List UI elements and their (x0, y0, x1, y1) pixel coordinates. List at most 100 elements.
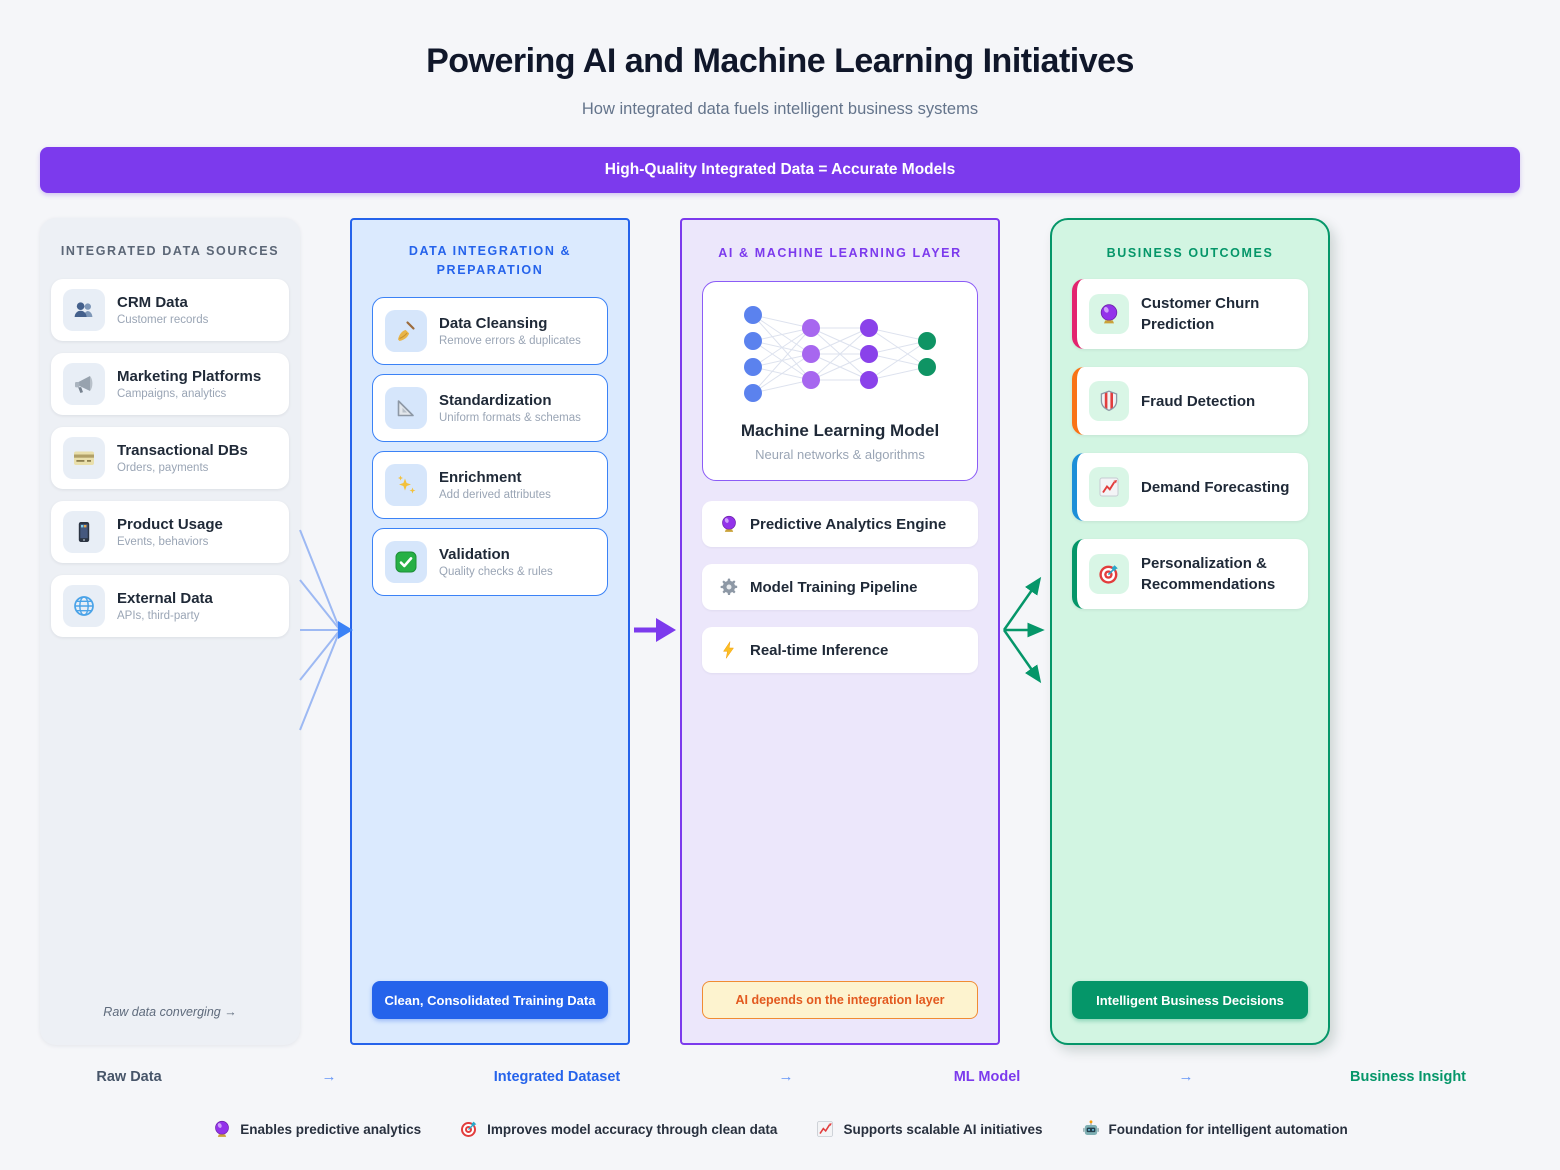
panel-ai-ml-layer: AI & MACHINE LEARNING LAYER Machine Lear… (680, 218, 1000, 1045)
outcomes-heading: BUSINESS OUTCOMES (1106, 246, 1274, 260)
integration-list: Data Cleansing Remove errors & duplicate… (352, 280, 628, 596)
credit-card-icon (63, 437, 105, 479)
integration-card-enrichment: Enrichment Add derived attributes (372, 451, 608, 519)
mobile-phone-icon (63, 511, 105, 553)
ai-capabilities-list: Predictive Analytics Engine Model Traini… (682, 481, 998, 673)
converging-arrows (299, 529, 353, 731)
flow-step-business-insight: Business Insight (1349, 1069, 1467, 1085)
integration-title: Standardization (439, 392, 552, 409)
flow-arrow-icon: → (321, 1068, 337, 1085)
integration-to-ai-arrow (634, 618, 676, 642)
outcome-card-forecasting: Demand Forecasting (1072, 453, 1308, 521)
flow-arrow-icon: → (1178, 1068, 1194, 1085)
ml-model-card: Machine Learning Model Neural networks &… (702, 281, 978, 481)
outcome-label: Customer Churn Prediction (1141, 295, 1260, 333)
panel-data-integration: DATA INTEGRATION & PREPARATION Data Clea… (350, 218, 630, 1045)
integration-card-standardization: Standardization Uniform formats & schema… (372, 374, 608, 442)
ai-item-realtime-inference: Real-time Inference (702, 627, 978, 673)
integration-title: Data Cleansing (439, 315, 548, 332)
source-title: Product Usage (117, 516, 223, 533)
robot-icon (1081, 1119, 1101, 1139)
source-title: Transactional DBs (117, 442, 248, 459)
outcome-card-fraud: Fraud Detection (1072, 367, 1308, 435)
training-data-badge: Clean, Consolidated Training Data (372, 981, 608, 1019)
outcome-label: Demand Forecasting (1141, 478, 1290, 496)
outcome-card-personalization: Personalization & Recommendations (1072, 539, 1308, 609)
flow-step-integrated-dataset: Integrated Dataset (493, 1069, 621, 1085)
shield-icon (1089, 381, 1129, 421)
chart-up-icon (815, 1119, 835, 1139)
integration-heading: DATA INTEGRATION & PREPARATION (408, 244, 572, 277)
source-card-crm: CRM Data Customer records (51, 279, 289, 341)
source-card-external: External Data APIs, third-party (51, 575, 289, 637)
broom-icon (385, 310, 427, 352)
integration-card-cleansing: Data Cleansing Remove errors & duplicate… (372, 297, 608, 365)
gear-icon (719, 577, 739, 597)
panel-integrated-data-sources: INTEGRATED DATA SOURCES CRM Data Custome… (40, 218, 300, 1045)
legend-text: Supports scalable AI initiatives (843, 1121, 1043, 1137)
source-subtitle: Events, behaviors (117, 536, 209, 548)
panel-business-outcomes: BUSINESS OUTCOMES Customer Churn Predict… (1050, 218, 1330, 1045)
outcome-label: Fraud Detection (1141, 392, 1256, 410)
outcome-card-churn: Customer Churn Prediction (1072, 279, 1308, 349)
legend-item: Improves model accuracy through clean da… (459, 1119, 777, 1139)
legend-text: Foundation for intelligent automation (1108, 1121, 1348, 1137)
banner-label: High-Quality Integrated Data = Accurate … (604, 161, 956, 178)
legend-text: Enables predictive analytics (240, 1121, 422, 1137)
source-subtitle: APIs, third-party (117, 610, 200, 622)
source-card-transactional: Transactional DBs Orders, payments (51, 427, 289, 489)
integration-subtitle: Quality checks & rules (439, 566, 553, 578)
ai-item-label: Real-time Inference (750, 641, 889, 659)
page-title: Powering AI and Machine Learning Initiat… (426, 42, 1134, 80)
legend-item: Enables predictive analytics (212, 1119, 421, 1139)
ml-model-subtitle: Neural networks & algorithms (755, 447, 925, 462)
sources-heading: INTEGRATED DATA SOURCES (60, 244, 280, 258)
target-icon (459, 1119, 479, 1139)
globe-icon (63, 585, 105, 627)
source-subtitle: Customer records (117, 314, 209, 326)
legend: Enables predictive analytics Improves mo… (0, 1119, 1560, 1139)
people-icon (63, 289, 105, 331)
check-badge-icon (385, 541, 427, 583)
neural-network-graphic (744, 306, 936, 402)
source-subtitle: Orders, payments (117, 462, 209, 474)
target-icon (1089, 554, 1129, 594)
integration-card-validation: Validation Quality checks & rules (372, 528, 608, 596)
ml-model-title: Machine Learning Model (740, 421, 940, 440)
sources-list: CRM Data Customer records Marketing Plat… (40, 261, 300, 637)
integration-subtitle: Add derived attributes (439, 489, 551, 501)
integration-title: Enrichment (439, 469, 522, 486)
page-subtitle: How integrated data fuels intelligent bu… (581, 100, 979, 118)
ai-item-label: Predictive Analytics Engine (750, 515, 947, 533)
key-message-banner: High-Quality Integrated Data = Accurate … (40, 147, 1520, 193)
ai-heading: AI & MACHINE LEARNING LAYER (718, 246, 962, 260)
ai-item-label: Model Training Pipeline (750, 578, 918, 596)
chart-up-icon (1089, 467, 1129, 507)
integration-title: Validation (439, 546, 510, 563)
megaphone-icon (63, 363, 105, 405)
integration-subtitle: Remove errors & duplicates (439, 335, 581, 347)
sparkles-icon (385, 464, 427, 506)
integration-subtitle: Uniform formats & schemas (439, 412, 581, 424)
business-decisions-badge: Intelligent Business Decisions (1072, 981, 1308, 1019)
source-card-marketing: Marketing Platforms Campaigns, analytics (51, 353, 289, 415)
triangle-ruler-icon (385, 387, 427, 429)
ai-item-model-training: Model Training Pipeline (702, 564, 978, 610)
crystal-ball-icon (719, 514, 739, 534)
legend-item: Foundation for intelligent automation (1081, 1119, 1348, 1139)
source-title: Marketing Platforms (117, 368, 262, 385)
sources-footnote: Raw data converging → (103, 1005, 237, 1019)
flow-step-raw-data: Raw Data (96, 1069, 162, 1085)
outcomes-list: Customer Churn Prediction Fraud Detectio… (1052, 263, 1328, 609)
diverging-arrows (1002, 576, 1045, 684)
source-title: External Data (117, 590, 213, 607)
ai-dependency-badge: AI depends on the integration layer (702, 981, 978, 1019)
ai-item-predictive-analytics: Predictive Analytics Engine (702, 501, 978, 547)
source-card-product-usage: Product Usage Events, behaviors (51, 501, 289, 563)
crystal-ball-icon (1089, 294, 1129, 334)
legend-item: Supports scalable AI initiatives (815, 1119, 1043, 1139)
source-title: CRM Data (117, 294, 188, 311)
lightning-icon (719, 640, 739, 660)
crystal-ball-icon (212, 1119, 232, 1139)
